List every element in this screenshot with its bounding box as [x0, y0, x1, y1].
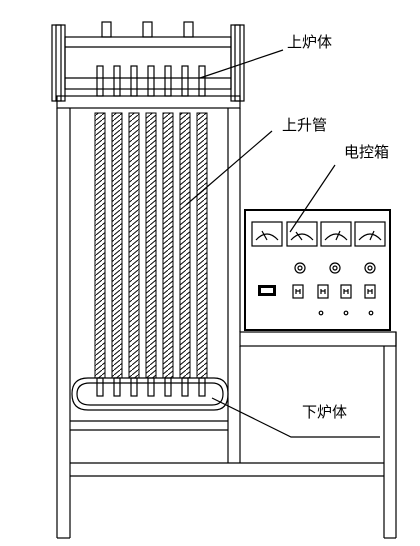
- riser-tubes: [94, 65, 208, 397]
- riser-tube-bodies: [94, 112, 208, 379]
- meter-1: [251, 221, 283, 247]
- control-switches: [292, 284, 376, 299]
- control-knobs: [294, 262, 376, 274]
- leader-lines: [185, 49, 380, 438]
- label-control-box: 电控箱: [344, 143, 389, 161]
- label-upper-furnace: 上炉体: [287, 33, 332, 51]
- control-box: [244, 209, 391, 331]
- support-frame: [56, 95, 397, 539]
- riser-tube-bottoms: [96, 377, 206, 397]
- meter-4: [354, 221, 386, 247]
- label-lower-furnace: 下炉体: [302, 403, 347, 421]
- lower-furnace-body: [71, 377, 229, 411]
- label-riser-tube: 上升管: [282, 116, 327, 134]
- riser-tube-tops: [96, 65, 206, 97]
- meter-2: [286, 221, 318, 247]
- indicator-lamps: [318, 310, 374, 316]
- meter-3: [320, 221, 352, 247]
